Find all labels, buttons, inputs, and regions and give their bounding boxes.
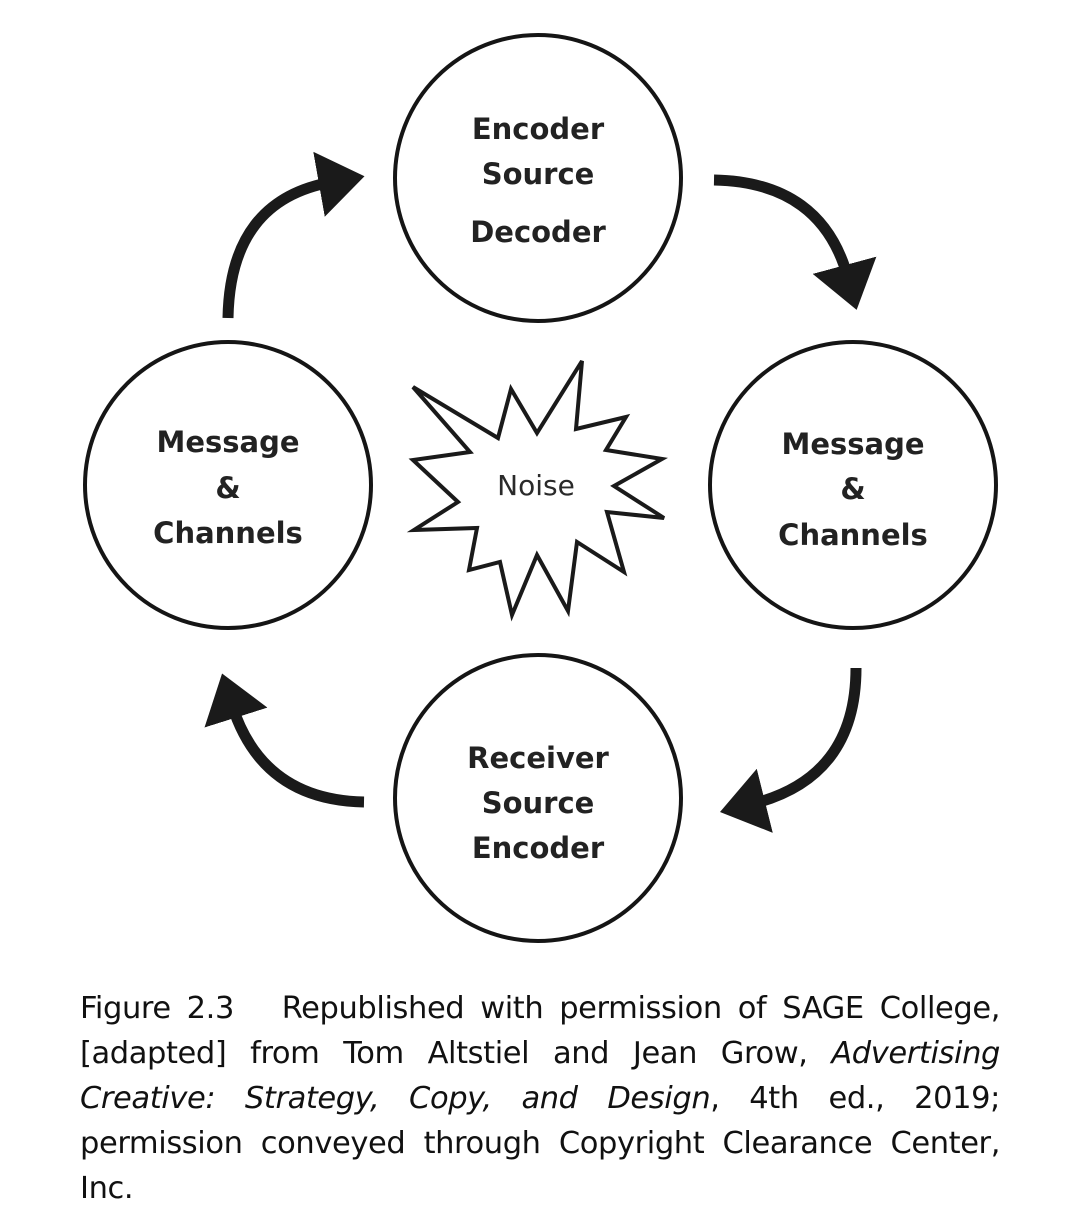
node-top-circle bbox=[393, 33, 683, 323]
node-top: Encoder Source Decoder bbox=[393, 33, 683, 323]
communication-cycle-diagram: Encoder Source Decoder Message & Channel… bbox=[83, 33, 998, 943]
node-right: Message & Channels bbox=[708, 340, 998, 630]
node-right-line-2: & bbox=[840, 472, 865, 506]
caption-text-2: , 4th ed., 2019; permission conveyed thr… bbox=[80, 1081, 1000, 1206]
node-top-line-1: Encoder bbox=[472, 112, 605, 146]
node-bottom-circle bbox=[393, 653, 683, 943]
node-bottom: Receiver Source Encoder bbox=[393, 653, 683, 943]
figure-caption: Figure 2.3 Republished with permission o… bbox=[80, 986, 1000, 1211]
node-top-line-2: Source bbox=[482, 157, 595, 191]
node-right-line-3: Channels bbox=[778, 518, 928, 552]
figure-label: Figure 2.3 bbox=[80, 991, 234, 1026]
node-bottom-line-1: Receiver bbox=[467, 741, 609, 775]
node-bottom-line-2: Source bbox=[482, 786, 595, 820]
noise-burst: Noise bbox=[406, 359, 668, 622]
arrow-right-to-bottom bbox=[719, 667, 862, 833]
node-bottom-line-3: Encoder bbox=[472, 831, 605, 865]
node-left-line-2: & bbox=[215, 471, 240, 505]
arrow-top-to-right bbox=[713, 174, 877, 310]
noise-starburst-icon bbox=[406, 359, 668, 622]
arrow-bottom-to-left bbox=[204, 673, 365, 808]
node-left-circle bbox=[83, 340, 373, 630]
node-left: Message & Channels bbox=[83, 340, 373, 630]
caption-text-1: Republished with permission of SAGE Coll… bbox=[80, 991, 1000, 1071]
node-top-line-3: Decoder bbox=[470, 215, 606, 249]
noise-label: Noise bbox=[497, 469, 575, 502]
node-left-line-3: Channels bbox=[153, 516, 303, 550]
node-right-circle bbox=[708, 340, 998, 630]
arrow-left-to-top bbox=[222, 151, 365, 319]
caption-book-title: Advertising Creative: Strategy, Copy, an… bbox=[80, 1036, 1000, 1116]
node-right-line-1: Message bbox=[781, 427, 924, 461]
node-left-line-1: Message bbox=[156, 425, 299, 459]
